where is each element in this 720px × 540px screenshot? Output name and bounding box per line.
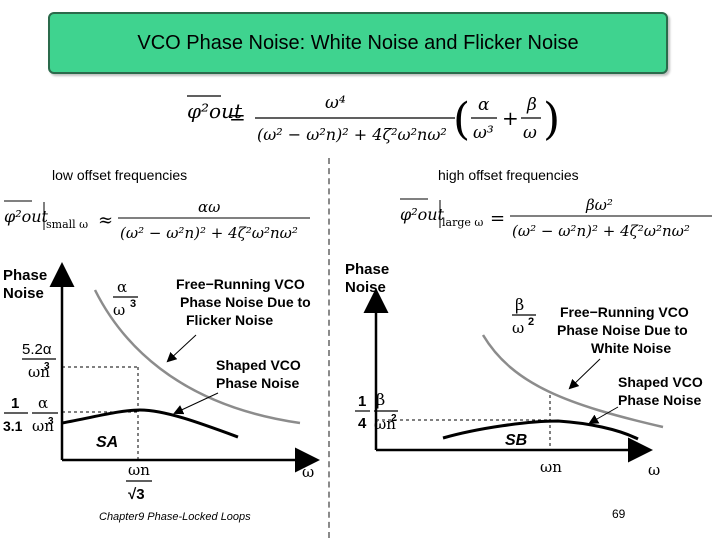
- left-annot-free-arrow: [166, 334, 197, 363]
- right-tick-num: β: [376, 390, 385, 409]
- left-x-tick-den: √3: [128, 486, 145, 503]
- left-tick-lo-den: ωn: [32, 417, 54, 435]
- svg-text:=: =: [490, 208, 505, 229]
- left-curve-label-den: ω: [113, 301, 125, 319]
- right-shaped-curve: [442, 419, 639, 441]
- left-peak-label: SA: [96, 434, 118, 451]
- right-annot-shaped-1: Shaped VCO: [618, 374, 703, 390]
- left-tick-lo-num: α: [38, 394, 48, 412]
- right-tick-frac-den: 4: [358, 415, 367, 432]
- footer-chapter: Chapter9 Phase-Locked Loops: [99, 511, 251, 523]
- main-eq-term2-den: ω: [523, 123, 537, 143]
- main-eq-term2-num: β: [526, 95, 537, 115]
- left-tick-lo-exp: 3: [48, 416, 54, 427]
- right-caption: high offset frequencies: [438, 167, 579, 183]
- main-eq-numerator: ω⁴: [325, 93, 346, 113]
- svg-text:(: (: [453, 94, 470, 145]
- svg-text:=: =: [229, 105, 246, 129]
- svg-text:≈: ≈: [98, 210, 113, 231]
- svg-text:): ): [543, 94, 560, 145]
- left-eq-denominator: (ω² − ω²n)² + 4ζ²ω²nω²: [120, 224, 298, 242]
- slide-title-box: VCO Phase Noise: White Noise and Flicker…: [48, 12, 668, 74]
- left-plot: Phase Noise ω α ω 3 Free−Running VCO Pha…: [3, 262, 320, 503]
- left-shaped-curve: [61, 408, 239, 439]
- right-eq-denominator: (ω² − ω²n)² + 4ζ²ω²nω²: [512, 222, 690, 240]
- left-x-tick-num: ωn: [128, 461, 150, 479]
- left-curve-label-num: α: [117, 278, 127, 296]
- main-eq-denominator: (ω² − ω²n)² + 4ζ²ω²nω²: [257, 125, 447, 144]
- right-curve-label-num: β: [515, 295, 524, 314]
- right-annot-free-2: Phase Noise Due to: [557, 322, 688, 338]
- right-eq-numerator: βω²: [585, 196, 613, 214]
- left-tick-hi-den: ωn: [28, 363, 50, 381]
- right-plot: Phase Noise ω β ω 2 Free−Running VCO Pha…: [345, 261, 703, 479]
- left-tick-lo-frac-den: 3.1: [3, 418, 23, 434]
- right-equation: φ²out large ω = βω² (ω² − ω²n)² + 4ζ²ω²n…: [400, 196, 712, 240]
- left-curve-label-exp: 3: [130, 298, 136, 310]
- right-annot-shaped-2: Phase Noise: [618, 392, 701, 408]
- right-tick-den: ωn: [374, 415, 396, 433]
- left-tick-lo-frac-num: 1: [11, 395, 19, 412]
- right-tick-frac-num: 1: [358, 393, 366, 410]
- left-annot-shaped-1: Shaped VCO: [216, 357, 301, 373]
- right-annot-free-arrow: [568, 358, 601, 390]
- left-annot-free-1: Free−Running VCO: [176, 276, 305, 292]
- left-ylabel-line2: Noise: [3, 285, 44, 302]
- right-curve-label-exp: 2: [528, 316, 534, 328]
- right-curve-label-den: ω: [512, 319, 524, 337]
- right-peak-label: SB: [505, 432, 527, 449]
- right-eq-lhs: φ²out: [400, 205, 445, 224]
- main-eq-term1-num: α: [478, 95, 490, 115]
- left-annot-free-2: Phase Noise Due to: [180, 294, 311, 310]
- footer-page-number: 69: [612, 507, 626, 521]
- main-equation: φ²out = ω⁴ (ω² − ω²n)² + 4ζ²ω²nω² ( α ω³…: [187, 93, 560, 145]
- left-equation: φ²out small ω ≈ αω (ω² − ω²n)² + 4ζ²ω²nω…: [4, 198, 310, 242]
- right-xlabel: ω: [648, 461, 660, 479]
- right-ylabel-line1: Phase: [345, 261, 389, 278]
- right-ylabel-line2: Noise: [345, 279, 386, 296]
- right-annot-free-1: Free−Running VCO: [560, 304, 689, 320]
- right-eq-subscript: large ω: [442, 216, 483, 229]
- main-eq-term1-den: ω³: [473, 123, 494, 143]
- right-annot-shaped-arrow: [588, 406, 619, 424]
- slide-title: VCO Phase Noise: White Noise and Flicker…: [137, 31, 579, 54]
- main-eq-lhs: φ²out: [187, 99, 243, 123]
- right-tick-exp: 2: [391, 413, 397, 424]
- column-divider: [328, 158, 330, 538]
- right-annot-free-3: White Noise: [591, 340, 671, 356]
- left-free-running-curve: [93, 289, 301, 425]
- left-annot-free-3: Flicker Noise: [186, 312, 273, 328]
- left-eq-subscript: small ω: [46, 218, 88, 231]
- left-caption: low offset frequencies: [52, 167, 188, 183]
- svg-text:+: +: [502, 106, 519, 130]
- left-eq-numerator: αω: [198, 198, 220, 216]
- left-xlabel: ω: [302, 463, 314, 481]
- left-annot-shaped-arrow: [173, 392, 219, 415]
- left-eq-lhs: φ²out: [4, 207, 49, 226]
- left-tick-hi-exp: 3: [44, 361, 50, 372]
- right-x-tick: ωn: [540, 458, 562, 476]
- left-ylabel-line1: Phase: [3, 267, 47, 284]
- left-tick-hi-num: 5.2α: [22, 341, 52, 358]
- left-annot-shaped-2: Phase Noise: [216, 375, 299, 391]
- right-free-running-curve: [481, 334, 664, 429]
